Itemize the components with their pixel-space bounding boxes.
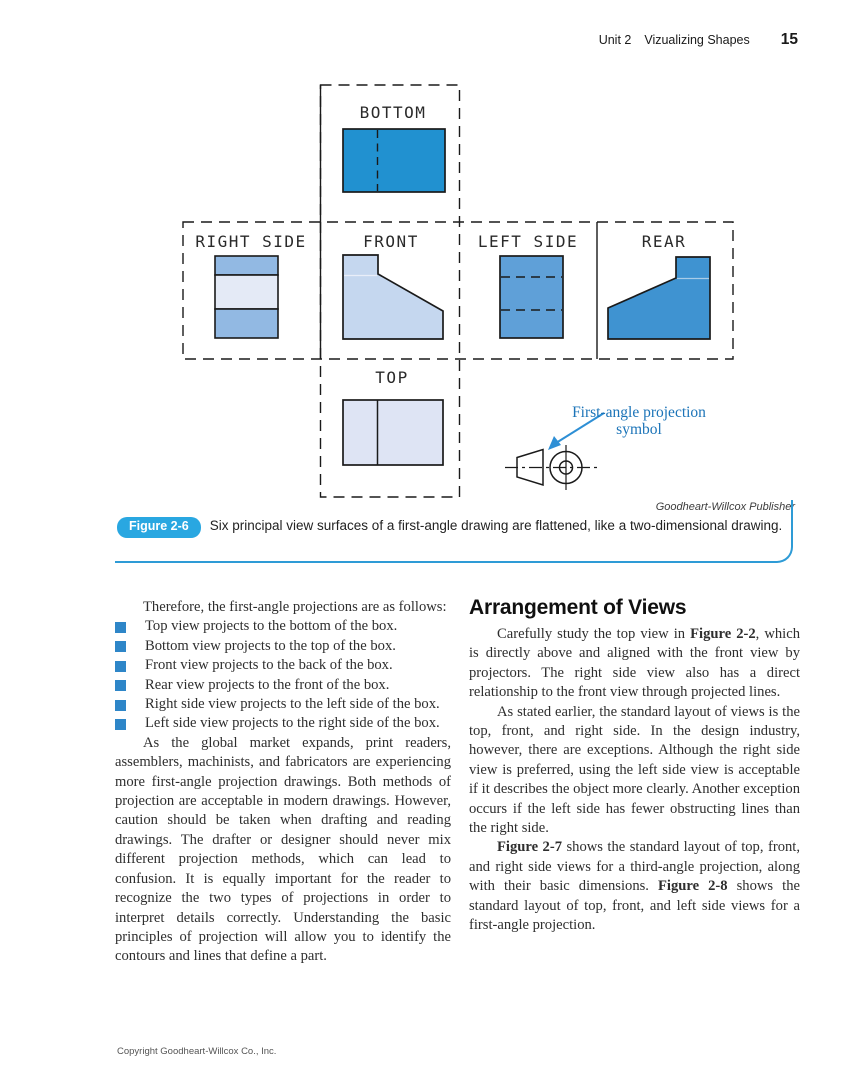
right-text-column: Arrangement of Views Carefully study the… xyxy=(469,596,800,936)
right-side-bottom-band xyxy=(214,308,279,339)
top-view-label: TOP xyxy=(375,368,408,387)
callout-line-2: symbol xyxy=(616,420,662,438)
figure-reference: Figure 2-8 xyxy=(658,878,728,895)
bullet-square-icon xyxy=(115,641,126,653)
unit-label: Unit 2 xyxy=(598,33,632,47)
bottom-view-label: BOTTOM xyxy=(360,103,427,122)
view-left-side: LEFT SIDE xyxy=(478,232,578,339)
first-angle-projection-symbol-icon xyxy=(505,445,600,490)
body-paragraph-right-2: As stated earlier, the standard layout o… xyxy=(469,703,800,839)
symbol-frustum xyxy=(516,448,544,487)
rear-view-label: REAR xyxy=(642,232,687,251)
figure-caption-text: Six principal view surfaces of a first-a… xyxy=(209,518,783,533)
front-view-label: FRONT xyxy=(363,232,419,251)
bullet-list-item: Rear view projects to the front of the b… xyxy=(115,676,451,695)
right-side-middle-band xyxy=(214,274,279,310)
figure-caption: Figure 2-6 Six principal view surfaces of… xyxy=(117,517,789,538)
view-rear: REAR xyxy=(607,232,711,340)
bullet-item-text: Front view projects to the back of the b… xyxy=(145,657,393,674)
bullet-square-icon xyxy=(115,680,126,692)
rear-view-shape xyxy=(607,256,711,340)
publisher-credit: Goodheart-Willcox Publisher xyxy=(655,501,795,513)
top-view-shape xyxy=(342,399,444,466)
paragraph-text: As stated earlier, the standard layout o… xyxy=(469,703,800,837)
intro-paragraph: Therefore, the first-angle projections a… xyxy=(143,599,447,615)
body-paragraph-right-3: Figure 2-7 shows the standard layout of … xyxy=(469,838,800,935)
bullet-list-item: Right side view projects to the left sid… xyxy=(115,695,451,714)
left-side-view-label: LEFT SIDE xyxy=(478,232,578,251)
view-right-side: RIGHT SIDE xyxy=(195,232,306,339)
bullet-item-text: Rear view projects to the front of the b… xyxy=(145,676,390,693)
bullet-list: Top view projects to the bottom of the b… xyxy=(115,617,451,733)
bullet-square-icon xyxy=(115,718,126,730)
vertical-strip-outline xyxy=(319,84,461,498)
bullet-square-icon xyxy=(115,621,126,633)
fold-line-strips xyxy=(182,84,734,498)
left-side-view-shape xyxy=(499,255,564,339)
symbol-callout-label: First-angle projection symbol xyxy=(539,404,739,438)
front-view-shape xyxy=(342,254,444,340)
figure-reference: Figure 2-2 xyxy=(690,626,756,642)
right-side-view-label: RIGHT SIDE xyxy=(195,232,306,251)
callout-arrow-icon xyxy=(548,412,605,450)
page-number: 15 xyxy=(780,31,798,48)
bullet-list-item: Top view projects to the bottom of the b… xyxy=(115,617,451,636)
paragraph-text: Carefully study the top view in xyxy=(497,626,691,642)
paragraph-text: shows the standard layout of top, front,… xyxy=(469,878,800,934)
view-front: FRONT xyxy=(342,232,444,340)
page-footer: Copyright Goodheart-Willcox Co., Inc. xyxy=(117,1046,277,1057)
bottom-view-shape xyxy=(342,128,446,193)
figure-reference: Figure 2-7 xyxy=(497,839,562,856)
page-header: Unit 2 Vizualizing Shapes 15 xyxy=(599,31,798,49)
bullet-list-item: Bottom view projects to the top of the b… xyxy=(115,637,451,656)
section-heading: Arrangement of Views xyxy=(469,596,687,619)
bullet-square-icon xyxy=(115,660,126,672)
chapter-title: Vizualizing Shapes xyxy=(644,33,750,47)
figure-number-tag: Figure 2-6 xyxy=(117,517,201,538)
view-top: TOP xyxy=(342,368,444,466)
bullet-item-text: Bottom view projects to the top of the b… xyxy=(145,637,396,654)
left-text-column: Therefore, the first-angle projections a… xyxy=(115,598,451,967)
horizontal-strip-outline xyxy=(182,221,734,360)
bullet-item-text: Top view projects to the bottom of the b… xyxy=(145,618,398,635)
bullet-item-text: Right side view projects to the left sid… xyxy=(145,696,440,713)
paragraph-text: , which is directly above and aligned wi… xyxy=(469,626,800,701)
bullet-list-item: Left side view projects to the right sid… xyxy=(115,714,451,733)
paragraph-text: shows the standard layout of top, front,… xyxy=(469,839,800,895)
bullet-item-text: Left side view projects to the right sid… xyxy=(145,715,440,732)
bullet-square-icon xyxy=(115,699,126,711)
view-bottom: BOTTOM xyxy=(342,103,446,193)
body-paragraph-left: As the global market expands, print read… xyxy=(115,734,451,965)
right-side-top-band xyxy=(214,255,279,276)
first-angle-flattened-box-drawing: BOTTOM RIGHT SIDE FRONT LEFT SIDE REAR xyxy=(182,84,734,498)
bullet-list-item: Front view projects to the back of the b… xyxy=(115,656,451,675)
body-paragraph-right-1: Carefully study the top view in Figure 2… xyxy=(469,625,800,703)
callout-line-1: First-angle projection xyxy=(572,404,706,421)
